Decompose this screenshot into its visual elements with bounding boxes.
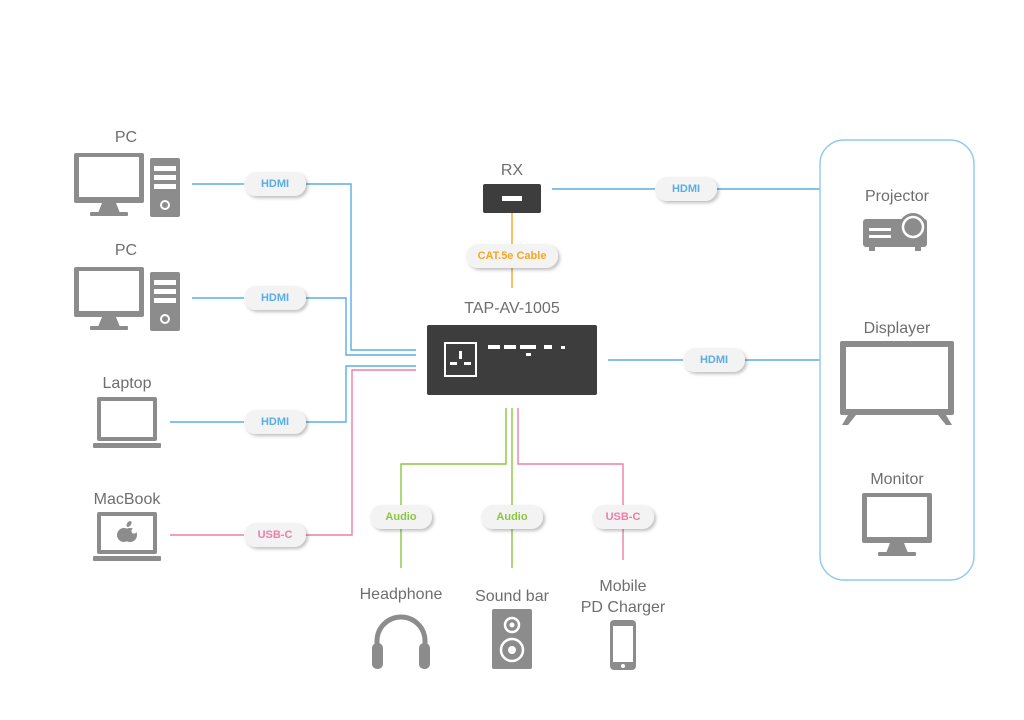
display-label-projector: Projector xyxy=(865,188,930,205)
laptop-hdmi-pill: HDMI xyxy=(244,410,306,434)
svg-text:HDMI: HDMI xyxy=(261,292,289,304)
svg-text:HDMI: HDMI xyxy=(261,416,289,428)
source-label-laptop: Laptop xyxy=(103,375,152,392)
svg-text:CAT.5e Cable: CAT.5e Cable xyxy=(478,250,547,262)
source-label-pc-1: PC xyxy=(115,129,137,146)
macbook-usbc-pill: USB-C xyxy=(244,523,306,547)
desktop-pc-icon[interactable] xyxy=(74,267,180,331)
desktop-pc-icon[interactable] xyxy=(74,153,180,217)
rx-label: RX xyxy=(501,162,524,179)
apple-logo-icon xyxy=(117,520,137,542)
projector-icon[interactable] xyxy=(863,213,927,251)
audio-lines xyxy=(400,408,513,568)
laptop-icon[interactable] xyxy=(93,397,161,448)
rx-projector-hdmi-pill: HDMI xyxy=(655,177,717,201)
pc2-hdmi-line xyxy=(192,297,416,356)
display-label-monitor: Monitor xyxy=(870,471,924,488)
source-label-macbook: MacBook xyxy=(94,491,162,508)
display-label-displayer: Displayer xyxy=(864,320,931,337)
svg-text:USB-C: USB-C xyxy=(606,511,641,523)
output-label-pd-charger: PD Charger xyxy=(581,599,666,616)
mobile-phone-icon[interactable] xyxy=(610,620,636,670)
headphone-icon[interactable] xyxy=(372,614,430,669)
svg-text:Audio: Audio xyxy=(496,511,527,523)
charger-usbc-line xyxy=(517,408,624,560)
headphone-audio-pill: Audio xyxy=(370,505,432,529)
svg-text:HDMI: HDMI xyxy=(672,183,700,195)
headphone-audio-line xyxy=(400,408,507,568)
output-label-soundbar: Sound bar xyxy=(475,588,550,605)
tv-icon[interactable] xyxy=(840,341,954,425)
hub-label: TAP-AV-1005 xyxy=(464,300,560,317)
hub-device[interactable] xyxy=(427,325,597,395)
svg-text:Audio: Audio xyxy=(385,511,416,523)
power-socket-icon xyxy=(444,342,477,377)
pc2-hdmi-pill: HDMI xyxy=(244,286,306,310)
output-label-mobile: Mobile xyxy=(599,578,646,595)
hub-ports xyxy=(488,345,565,356)
svg-text:HDMI: HDMI xyxy=(700,354,728,366)
cat5e-pill: CAT.5e Cable xyxy=(466,244,558,268)
usb-c-lines xyxy=(170,369,624,560)
hub-displays-hdmi-pill: HDMI xyxy=(683,348,745,372)
svg-text:USB-C: USB-C xyxy=(258,529,293,541)
pc1-hdmi-pill: HDMI xyxy=(244,172,306,196)
speaker-icon[interactable] xyxy=(492,609,532,669)
macbook-icon[interactable] xyxy=(93,512,161,561)
soundbar-audio-pill: Audio xyxy=(481,505,543,529)
rx-device[interactable] xyxy=(483,184,541,213)
output-label-headphone: Headphone xyxy=(360,586,443,603)
svg-text:HDMI: HDMI xyxy=(261,178,289,190)
source-label-pc-2: PC xyxy=(115,242,137,259)
monitor-icon[interactable] xyxy=(862,493,932,556)
charger-usbc-pill: USB-C xyxy=(592,505,654,529)
pc1-hdmi-line xyxy=(192,183,416,351)
